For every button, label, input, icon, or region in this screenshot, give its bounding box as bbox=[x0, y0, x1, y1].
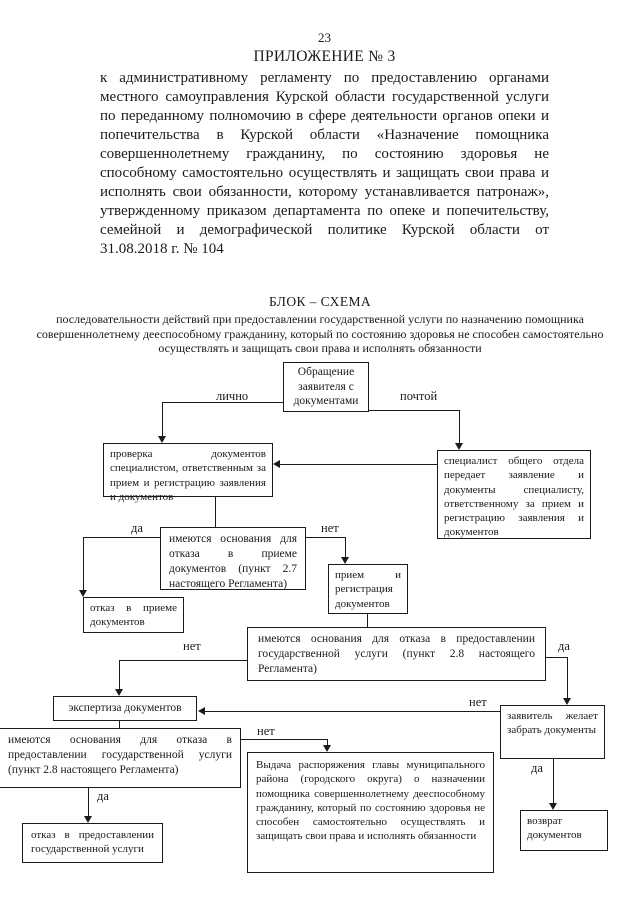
schema-subtitle: последовательности действий при предоста… bbox=[36, 312, 604, 355]
node-refuse-service: отказ в предоставлении государственной у… bbox=[22, 823, 163, 863]
schema-heading: БЛОК – СХЕМА последовательности действий… bbox=[30, 294, 610, 356]
appendix-title: ПРИЛОЖЕНИЕ № 3 bbox=[253, 48, 396, 65]
connector-line bbox=[83, 537, 160, 538]
edge-label-yes: да bbox=[97, 789, 109, 803]
node-grounds-refuse-service: имеются основания для отказа в предостав… bbox=[247, 627, 546, 681]
arrowhead-down-icon bbox=[323, 745, 331, 752]
connector-line bbox=[553, 759, 554, 803]
node-grounds-refuse-service-2: имеются основания для отказа в предостав… bbox=[0, 728, 241, 788]
connector-line bbox=[119, 660, 120, 689]
node-expertise: экспертиза документов bbox=[53, 696, 197, 721]
arrowhead-down-icon bbox=[84, 816, 92, 823]
connector-line bbox=[305, 537, 346, 538]
edge-label-yes: да bbox=[131, 521, 143, 535]
connector-line bbox=[205, 711, 500, 712]
connector-line bbox=[459, 410, 460, 443]
connector-line bbox=[368, 410, 460, 411]
node-transfer: специалист общего отдела передает заявле… bbox=[437, 450, 591, 539]
connector-line bbox=[345, 537, 346, 557]
edge-label-yes: да bbox=[558, 639, 570, 653]
node-return-documents: возврат документов bbox=[520, 810, 608, 851]
connector-line bbox=[241, 739, 328, 740]
edge-label-no: нет bbox=[321, 521, 339, 535]
connector-line bbox=[119, 721, 120, 728]
connector-line bbox=[367, 613, 368, 627]
node-order-issue: Выдача распоряжения главы муниципального… bbox=[247, 752, 494, 873]
node-registration: прием и регистрация документов bbox=[328, 564, 408, 614]
node-check: проверка документов специалистом, ответс… bbox=[103, 443, 273, 503]
arrowhead-down-icon bbox=[455, 443, 463, 450]
arrowhead-down-icon bbox=[79, 590, 87, 597]
connector-line bbox=[162, 402, 283, 403]
node-appeal: Обращение заявителя с документами bbox=[283, 362, 369, 412]
document-header: 23 ПРИЛОЖЕНИЕ № 3 к административному ре… bbox=[100, 30, 549, 259]
arrowhead-left-icon bbox=[273, 460, 280, 468]
appendix-paragraph: к административному регламенту по предос… bbox=[100, 70, 549, 257]
arrowhead-down-icon bbox=[115, 689, 123, 696]
connector-line bbox=[327, 739, 328, 746]
edge-label-no: нет bbox=[257, 724, 275, 738]
arrowhead-left-icon bbox=[198, 707, 205, 715]
arrowhead-down-icon bbox=[549, 803, 557, 810]
node-grounds-refuse-acceptance: имеются основания для отказа в приеме до… bbox=[160, 527, 306, 590]
edge-label-yes: да bbox=[531, 761, 543, 775]
connector-line bbox=[215, 497, 216, 527]
schema-title: БЛОК – СХЕМА bbox=[268, 294, 372, 309]
node-refuse-acceptance: отказ в приеме документов bbox=[83, 597, 184, 633]
arrowhead-down-icon bbox=[341, 557, 349, 564]
connector-line bbox=[545, 657, 568, 658]
node-wants-return: заявитель желает забрать документы bbox=[500, 705, 605, 759]
edge-label-no: нет bbox=[183, 639, 201, 653]
arrowhead-down-icon bbox=[158, 436, 166, 443]
connector-line bbox=[119, 660, 247, 661]
connector-line bbox=[567, 657, 568, 698]
connector-line bbox=[88, 788, 89, 817]
edge-label-personally: лично bbox=[216, 389, 249, 403]
edge-label-no: нет bbox=[469, 695, 487, 709]
connector-line bbox=[280, 464, 437, 465]
page-number: 23 bbox=[318, 30, 331, 45]
connector-line bbox=[83, 537, 84, 590]
edge-label-by-mail: почтой bbox=[400, 389, 438, 403]
arrowhead-down-icon bbox=[563, 698, 571, 705]
connector-line bbox=[162, 402, 163, 436]
